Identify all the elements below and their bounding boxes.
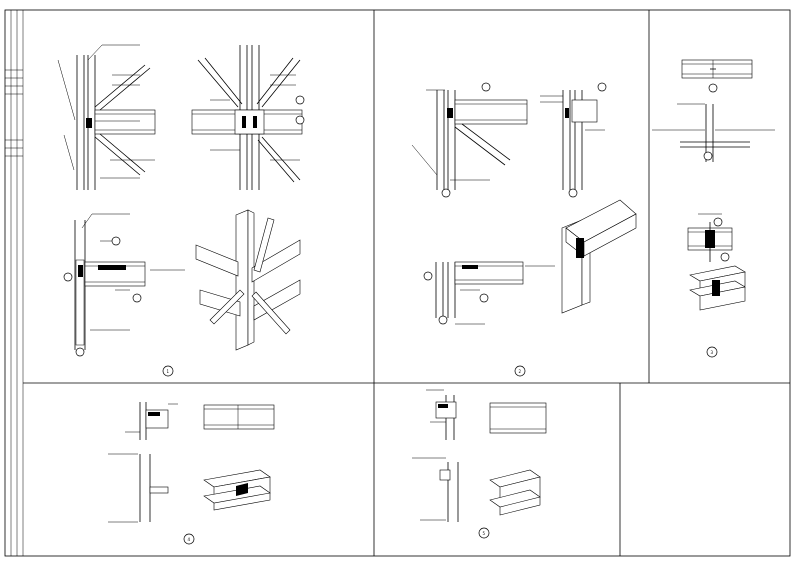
splice-elevation bbox=[687, 213, 733, 262]
panel-4: 4 bbox=[108, 402, 275, 545]
title-strip bbox=[5, 10, 24, 556]
seat-plan bbox=[489, 402, 547, 434]
joint-isometric bbox=[195, 209, 301, 351]
bracket-isometric bbox=[203, 469, 271, 511]
detail-marker-4 bbox=[183, 533, 195, 545]
joint-section-b bbox=[423, 261, 555, 325]
joint-elevation-a bbox=[57, 44, 156, 190]
detail-marker-3-label: 3 bbox=[711, 350, 714, 355]
bracket-elevation bbox=[125, 402, 178, 440]
detail-marker-4-label: 4 bbox=[188, 537, 191, 542]
joint-section bbox=[63, 213, 185, 357]
panel-dividers bbox=[23, 10, 790, 556]
seat-isometric bbox=[489, 469, 541, 516]
detail-marker-2 bbox=[514, 365, 526, 377]
detail-marker-5 bbox=[478, 527, 490, 539]
sheet-border bbox=[4, 9, 791, 557]
joint-elevation-d bbox=[540, 82, 607, 198]
detail-marker-3 bbox=[706, 346, 718, 358]
detail-marker-2-label: 2 bbox=[519, 369, 522, 374]
beam-plan-b bbox=[652, 103, 775, 162]
detail-marker-5-label: 5 bbox=[483, 531, 486, 536]
panel-5: 5 bbox=[412, 389, 547, 539]
panel-3: 3 bbox=[652, 59, 775, 358]
detail-marker-1 bbox=[162, 365, 174, 377]
detail-marker-1-label: 1 bbox=[167, 369, 170, 374]
joint-isometric-b bbox=[561, 199, 637, 314]
panel-2: 2 bbox=[411, 82, 637, 377]
seat-side bbox=[412, 457, 459, 522]
bracket-side bbox=[108, 453, 169, 523]
seat-elevation bbox=[426, 389, 457, 440]
splice-isometric bbox=[689, 265, 746, 311]
joint-elevation-c bbox=[411, 82, 528, 198]
bracket-plan bbox=[203, 404, 275, 430]
beam-plan-a bbox=[681, 59, 753, 93]
panel-1: 1 bbox=[57, 44, 305, 377]
joint-elevation-b bbox=[191, 45, 305, 190]
